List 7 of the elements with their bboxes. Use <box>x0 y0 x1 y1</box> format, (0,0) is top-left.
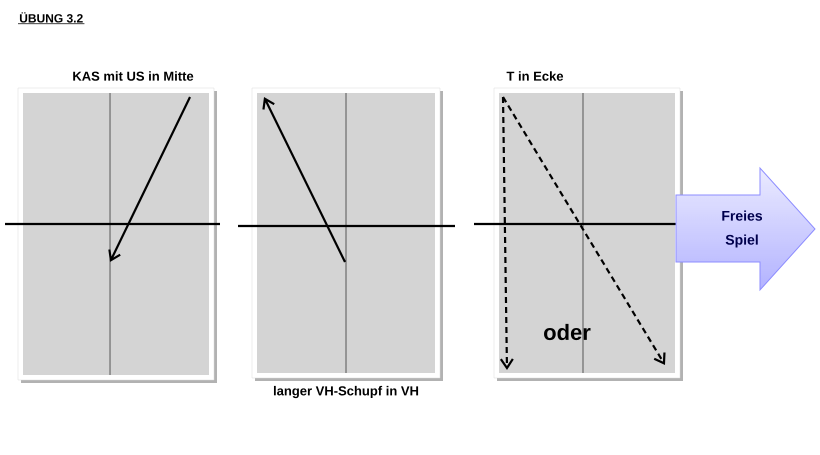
table-panel <box>252 88 443 381</box>
title: ÜBUNG 3.2 <box>20 12 83 23</box>
panel-heading: langer VH-Schupf in VH <box>274 386 418 398</box>
panel-heading: T in Ecke <box>506 71 564 81</box>
table-panel <box>18 88 217 383</box>
panel-heading: KAS mit US in Mitte <box>73 71 194 81</box>
table-panel <box>494 88 683 381</box>
